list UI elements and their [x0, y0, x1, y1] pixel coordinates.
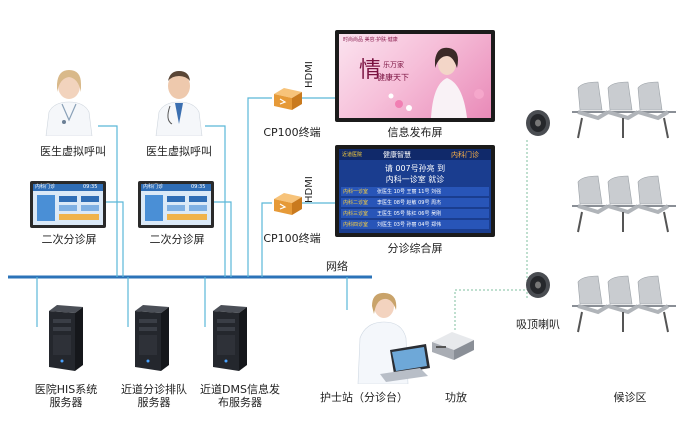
doctor-1-image: [40, 64, 98, 136]
info-screen-big-char: 情: [359, 58, 382, 83]
doctor-2-image: [150, 64, 208, 136]
combo-call-line2: 内科一诊室 就诊: [385, 175, 445, 184]
triage-screen-label-1: 二次分诊屏: [41, 233, 97, 246]
hdmi-label-1: HDMI: [304, 61, 315, 88]
triage-screen-2-time: 09:35: [191, 184, 206, 190]
cp100-terminal-1: [270, 86, 304, 112]
server-dms-label: 近道DMS信息发布服务器: [200, 383, 280, 409]
link-doctor2: [205, 125, 226, 277]
ceiling-speaker-label: 吸顶喇叭: [516, 318, 560, 331]
server-his-label: 医院HIS系统服务器: [34, 383, 98, 409]
cp100-terminal-2: [270, 191, 304, 217]
doctor-call-label-2: 医生虚拟呼叫: [146, 145, 212, 158]
combo-row-4: 内科四诊室 刘医生 03号 孙丽 04号 郑伟: [341, 220, 489, 229]
waiting-chairs-1: [568, 78, 686, 140]
info-screen-label: 信息发布屏: [387, 126, 443, 139]
nurse-station-label: 护士站（分诊台）: [320, 391, 408, 404]
amplifier-label: 功放: [445, 391, 467, 404]
combo-row-text: 刘医生 03号 孙丽 04号 郑伟: [377, 222, 442, 228]
combo-row-room: 内科二诊室: [343, 200, 369, 206]
combo-row-2: 内科二诊室 李医生 08号 赵敏 09号 周杰: [341, 198, 489, 207]
triage-screen-2: 内科门诊 09:35: [138, 181, 214, 228]
combo-row-room: 内科三诊室: [343, 211, 369, 217]
hdmi-label-2: HDMI: [304, 176, 315, 203]
model-illustration: [388, 47, 484, 118]
link-triage2: [213, 201, 232, 277]
combo-header-title: 健康智慧: [383, 151, 411, 159]
doctor-call-label-1: 医生虚拟呼叫: [40, 145, 106, 158]
audio-line-amp: [454, 289, 527, 330]
triage-screen-1-time: 09:35: [83, 184, 98, 190]
combo-header-right: 内科门诊: [451, 151, 479, 159]
network-label: 网络: [326, 260, 348, 273]
triage-screen-2-title: 内科门诊: [143, 184, 164, 190]
combo-row-text: 王医生 05号 陈红 06号 吴刚: [377, 211, 442, 217]
triage-combo-screen: 近道医院 健康智慧 内科门诊 请 007号孙亮 到 内科一诊室 就诊 内科一诊室…: [335, 145, 495, 237]
cp100-label-1: CP100终端: [263, 126, 321, 139]
info-screen-line1: 乐万家: [383, 61, 404, 69]
amplifier-image: [430, 328, 476, 362]
waiting-area-label: 候诊区: [613, 391, 647, 404]
nurse-station-image: [350, 288, 432, 384]
info-screen: 时尚尚品 美容·护肤·健康 情 乐万家 健康天下: [335, 30, 495, 122]
combo-row-room: 内科四诊室: [343, 222, 369, 228]
link-cp100-2: [261, 202, 272, 277]
triage-screen-1: 内科门诊 09:35: [30, 181, 106, 228]
waiting-chairs-2: [568, 172, 686, 234]
combo-row-1: 内科一诊室 张医生 10号 王丽 11号 刘强: [341, 187, 489, 196]
server-dms: [211, 305, 249, 371]
link-cp100-1: [247, 97, 272, 277]
combo-row-text: 张医生 10号 王丽 11号 刘强: [377, 189, 442, 195]
triage-combo-label: 分诊综合屏: [387, 242, 443, 255]
combo-row-text: 李医生 08号 赵敏 09号 周杰: [377, 200, 442, 206]
server-queue-label: 近道分诊排队服务器: [121, 383, 187, 409]
speaker-icon-1: [524, 108, 552, 138]
combo-header-left: 近道医院: [342, 152, 363, 158]
waiting-chairs-3: [568, 272, 686, 334]
combo-row-3: 内科三诊室 王医生 05号 陈红 06号 吴刚: [341, 209, 489, 218]
combo-row-room: 内科一诊室: [343, 189, 369, 195]
server-queue: [133, 305, 171, 371]
info-screen-header: 时尚尚品 美容·护肤·健康: [343, 37, 398, 43]
server-his: [47, 305, 85, 371]
speaker-icon-2: [524, 270, 552, 300]
triage-screen-label-2: 二次分诊屏: [149, 233, 205, 246]
link-doctor1: [98, 125, 118, 277]
combo-call-line1: 请 007号孙亮 到: [384, 164, 446, 173]
cp100-label-2: CP100终端: [263, 232, 321, 245]
link-triage1: [105, 201, 124, 277]
info-screen-line2: 健康天下: [377, 73, 409, 82]
triage-screen-1-title: 内科门诊: [35, 184, 56, 190]
